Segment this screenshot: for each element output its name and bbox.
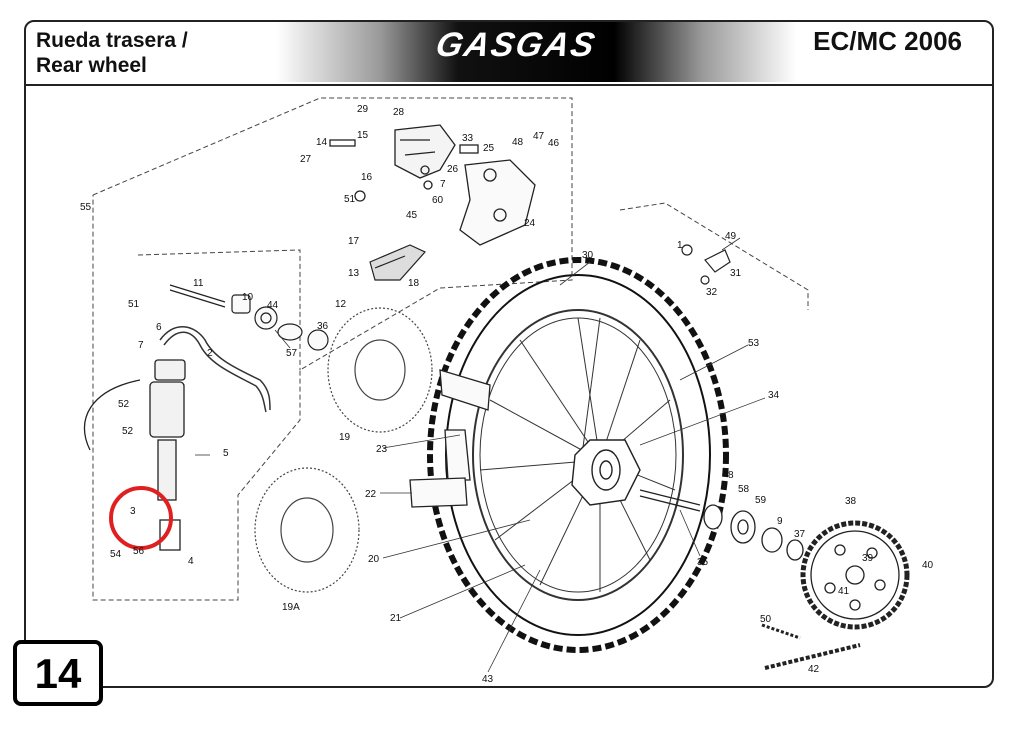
- part-label: 33: [462, 133, 474, 144]
- part-label: 7: [138, 340, 144, 351]
- part-label: 25: [483, 143, 495, 154]
- chain-icon: [761, 623, 861, 670]
- part-label: 43: [482, 674, 494, 685]
- brake-pad-icon: [369, 244, 426, 281]
- title-line-1: Rueda trasera /: [36, 29, 188, 52]
- diagram-frame: [24, 20, 994, 688]
- header-bar: Rueda trasera / Rear wheel GASGAS EC/MC …: [26, 22, 992, 86]
- header-gradient: [276, 22, 796, 82]
- brake-caliper-icon: [329, 124, 536, 246]
- part-label: 51: [344, 194, 356, 205]
- part-label: 28: [393, 107, 405, 118]
- part-label: 52: [122, 426, 134, 437]
- part-label: 32: [706, 287, 718, 298]
- part-label: 54: [110, 549, 122, 560]
- brake-pump-icon: [83, 359, 186, 551]
- highlight-circle: [109, 486, 173, 550]
- part-label: 18: [408, 278, 420, 289]
- part-label: 12: [335, 299, 347, 310]
- part-label: 10: [242, 292, 254, 303]
- part-label: 37: [794, 529, 806, 540]
- outline-hub: [619, 202, 809, 310]
- part-label: 39: [862, 553, 874, 564]
- part-label: 52: [118, 399, 130, 410]
- part-labels: 1 2 3 4 5 6 7 7 8 9 10 11 12 13 14 15 16…: [80, 104, 934, 685]
- part-label: 48: [512, 137, 524, 148]
- tube-icon: [409, 369, 491, 508]
- adjuster-icon: [681, 244, 731, 285]
- part-label: 6: [156, 322, 162, 333]
- part-label: 42: [808, 664, 820, 675]
- page-title: Rueda trasera / Rear wheel: [36, 28, 188, 78]
- model-label: EC/MC 2006: [813, 26, 962, 56]
- part-label: 36: [317, 321, 329, 332]
- part-label: 21: [390, 613, 402, 624]
- part-label: 15: [357, 130, 369, 141]
- part-label: 16: [361, 172, 373, 183]
- part-label: 59: [755, 495, 767, 506]
- part-label: 26: [447, 164, 459, 175]
- part-label: 11: [193, 278, 204, 289]
- part-label: 50: [760, 614, 772, 625]
- outline-main: [92, 97, 573, 601]
- part-label: 46: [548, 138, 560, 149]
- part-label: 34: [768, 390, 780, 401]
- part-label: 44: [267, 300, 279, 311]
- sprocket-icon: [800, 520, 910, 630]
- part-label: 27: [300, 154, 312, 165]
- part-label: 56: [133, 546, 145, 557]
- part-label: 9: [777, 516, 783, 527]
- part-label: 19: [339, 432, 351, 443]
- leader-lines: [195, 237, 766, 673]
- part-label: 2: [207, 348, 213, 359]
- part-label: 53: [748, 338, 760, 349]
- part-label: 58: [738, 484, 750, 495]
- part-label: 7: [440, 179, 446, 190]
- part-label: 17: [348, 236, 360, 247]
- part-label: 19A: [282, 602, 300, 613]
- part-label: 23: [376, 444, 388, 455]
- part-label: 24: [524, 218, 536, 229]
- part-label: 30: [582, 250, 594, 261]
- part-label: 47: [533, 131, 545, 142]
- part-label: 60: [432, 195, 444, 206]
- part-label: 20: [368, 554, 380, 565]
- part-label: 55: [80, 202, 92, 213]
- part-label: 49: [725, 231, 737, 242]
- part-label: 40: [922, 560, 934, 571]
- part-label: 38: [845, 496, 857, 507]
- page-number: 14: [34, 650, 82, 697]
- part-label: 29: [357, 104, 369, 115]
- hub-icon: [571, 439, 701, 512]
- brake-disc-icon: [254, 307, 433, 593]
- part-label: 31: [730, 268, 742, 279]
- page-number-box: 14: [13, 640, 103, 706]
- part-label: 13: [348, 268, 360, 279]
- part-label: 1: [677, 240, 683, 251]
- part-label: 5: [223, 448, 229, 459]
- part-label: 22: [365, 489, 377, 500]
- bearing-icon: [703, 504, 804, 561]
- part-label: 35: [697, 557, 709, 568]
- part-label: 51: [128, 299, 140, 310]
- part-label: 4: [188, 556, 194, 567]
- part-label: 14: [316, 137, 328, 148]
- part-label: 45: [406, 210, 418, 221]
- brake-hose-icon: [159, 326, 271, 413]
- title-line-2: Rear wheel: [36, 54, 147, 77]
- part-label: 41: [838, 586, 850, 597]
- axle-icon: [169, 284, 329, 351]
- part-label: 3: [130, 506, 136, 517]
- part-label: 57: [286, 348, 298, 359]
- part-label: 8: [728, 470, 734, 481]
